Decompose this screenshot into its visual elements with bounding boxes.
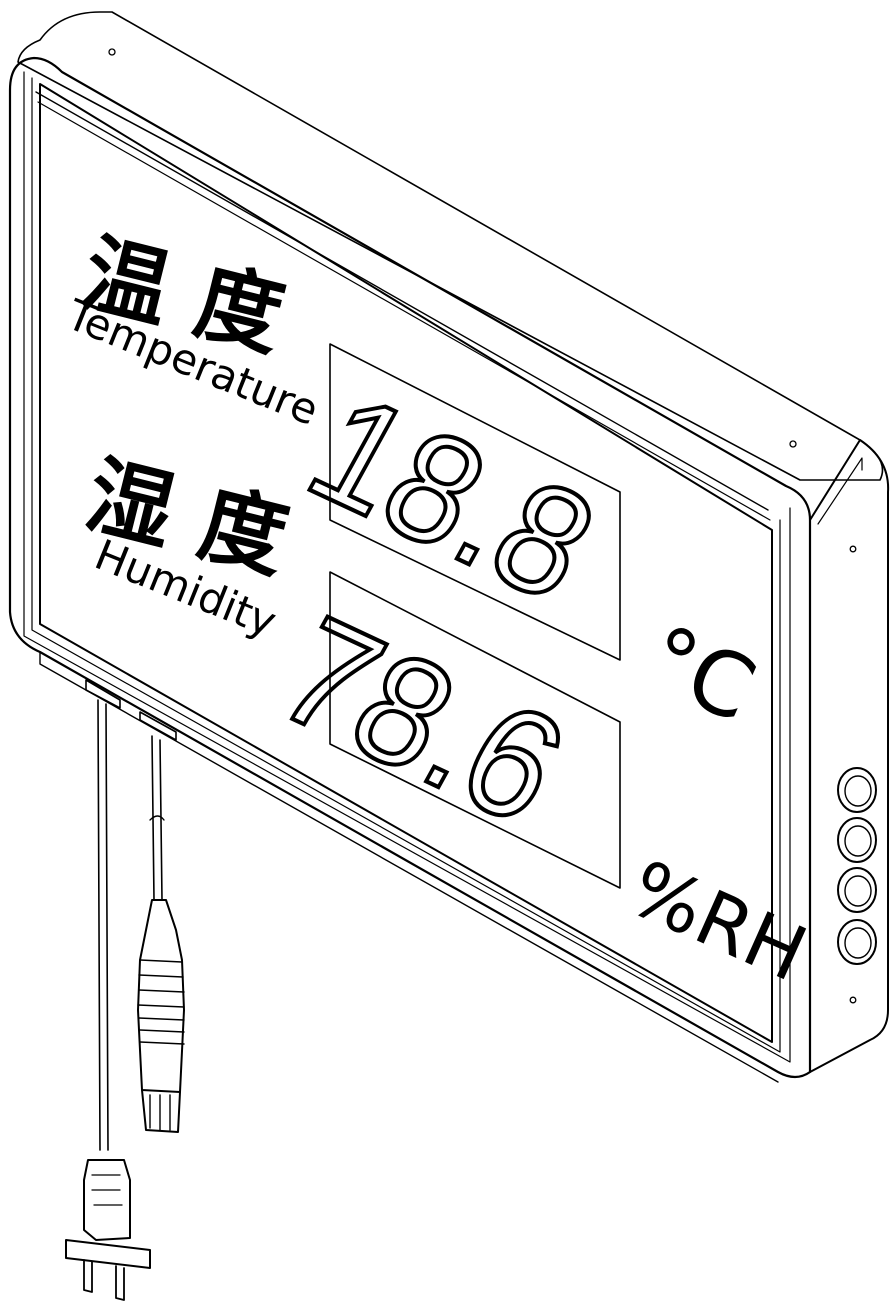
housing-bottom (39, 651, 779, 1083)
power-cable-gland (85, 679, 121, 709)
bezel-top-edge (35, 91, 769, 511)
screw-hole-top-left (108, 48, 116, 56)
front-bezel-outer (8, 56, 812, 1079)
plug-pin-right (115, 1265, 125, 1301)
side-button-3[interactable] (837, 867, 877, 913)
temperature-label-group: 温 度 Temperature (59, 223, 325, 435)
housing-right-side (809, 439, 890, 1073)
screw-hole-top-right (789, 440, 797, 448)
temp-display-window (329, 343, 621, 661)
hum-display-window (329, 571, 621, 889)
plug-pin-left (83, 1259, 93, 1293)
power-plug (65, 1159, 151, 1301)
front-bezel-inner-3 (23, 71, 791, 1063)
humidity-label-group: 湿 度 Humidity (77, 445, 297, 646)
housing-right-edge (817, 457, 863, 525)
side-buttons (837, 767, 877, 965)
sensor-probe (137, 899, 185, 1133)
bezel-top-edge-2 (37, 101, 771, 521)
power-cable (97, 699, 101, 1151)
side-button-1[interactable] (837, 767, 877, 813)
front-bezel-inner-2 (31, 77, 781, 1053)
sensor-cable-gland (139, 711, 177, 741)
screw-hole-side-bottom (849, 996, 857, 1004)
side-button-4[interactable] (837, 919, 877, 965)
cable-break-mark (149, 815, 165, 821)
side-button-2[interactable] (837, 817, 877, 863)
hum-unit: %RH (617, 843, 820, 998)
temp-unit: °C (631, 605, 769, 742)
power-cable-2 (105, 703, 109, 1151)
screw-hole-side-top (849, 545, 857, 553)
